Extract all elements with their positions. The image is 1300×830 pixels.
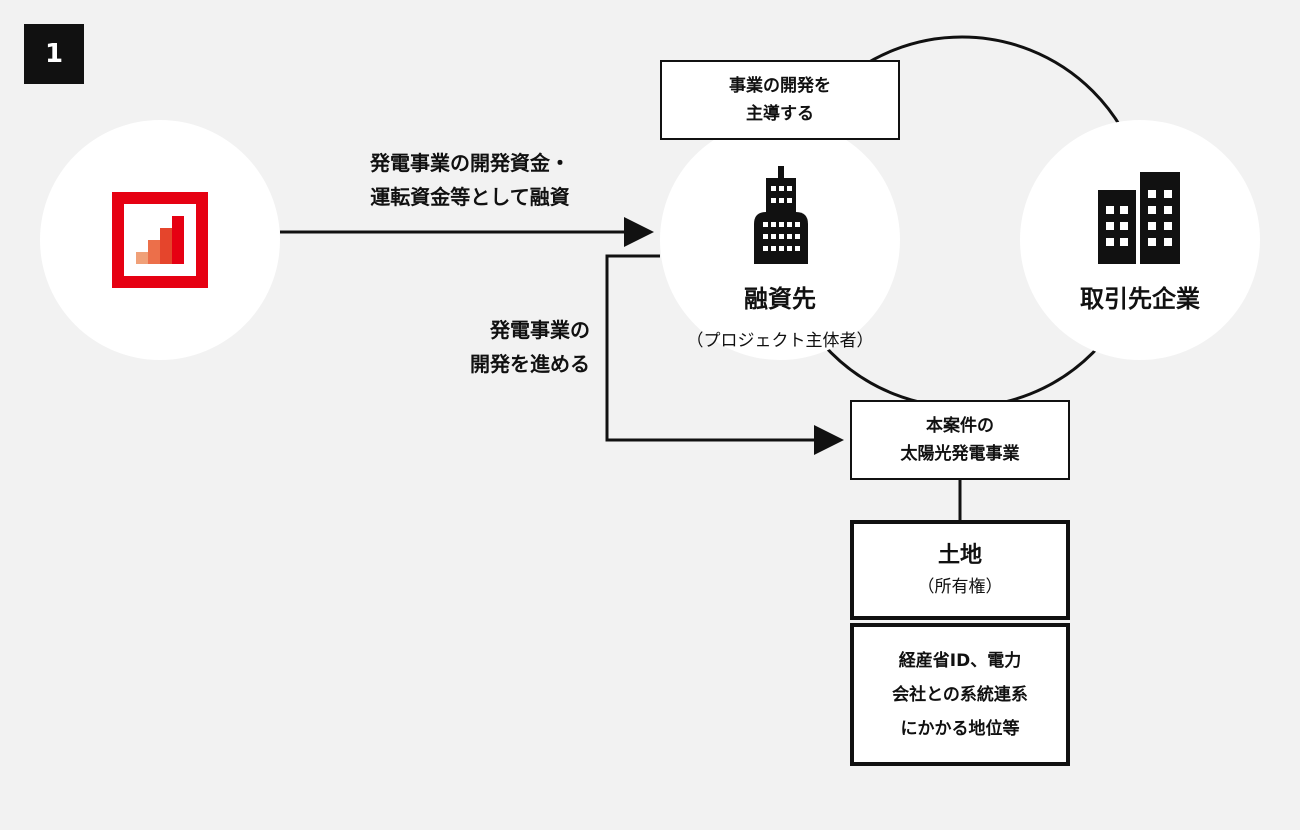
borrower-title: 融資先 [744,285,816,313]
box-line: 事業の開発を [729,76,831,96]
lender-circle [40,120,280,360]
develop-arrow [605,254,844,455]
box-line: 本案件の [926,416,994,436]
label-line: 発電事業の開発資金・ [370,151,570,175]
label-line: 開発を進める [470,352,590,376]
box-line: 会社との系統連系 [892,684,1028,705]
label-line: 運転資金等として融資 [370,185,570,209]
land-box: 土地 （所有権） [850,520,1070,620]
land-title: 土地 [937,543,982,568]
box-line: にかかる地位等 [900,718,1020,739]
bank-logo-icon [112,192,208,288]
box-line: 主導する [746,104,814,124]
land-subtitle: （所有権） [917,577,1003,597]
rights-box: 経産省ID、電力 会社との系統連系 にかかる地位等 [850,623,1070,766]
loan-label: 発電事業の開発資金・ 運転資金等として融資 [300,146,640,214]
partner-title: 取引先企業 [1080,285,1200,313]
box-line: 太陽光発電事業 [900,444,1020,464]
office-building-icon [754,166,808,264]
develop-label: 発電事業の 開発を進める [420,313,590,381]
company-buildings-icon [1098,172,1180,264]
step-badge: 1 [24,24,84,84]
solar-project-box: 本案件の 太陽光発電事業 [850,400,1070,480]
label-line: 発電事業の [490,318,590,342]
lead-development-box: 事業の開発を 主導する [660,60,900,140]
box-line: 経産省ID、電力 [898,650,1022,671]
borrower-subtitle: （プロジェクト主体者） [686,331,874,351]
